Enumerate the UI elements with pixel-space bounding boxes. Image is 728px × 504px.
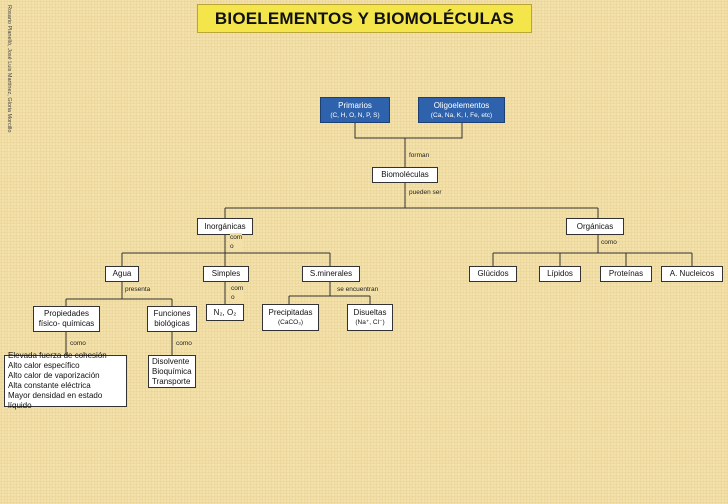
list-item: Alta constante eléctrica: [8, 381, 91, 390]
link-como-inorganicas-2: o: [230, 243, 234, 250]
node-organicas[interactable]: Orgánicas: [566, 218, 624, 235]
line-primarios: [354, 123, 405, 139]
author-credit: Rosario Planelló, José Luis Martínez, Gl…: [6, 5, 12, 133]
node-disueltas[interactable]: Disueltas (Na⁺, Cl⁻): [347, 304, 393, 331]
node-funciones[interactable]: Funciones biológicas: [147, 306, 197, 332]
line-oligo: [405, 123, 463, 139]
link-como-simples: com o: [231, 284, 244, 302]
node-gases[interactable]: N₂, O₂: [206, 304, 244, 321]
node-funciones-line2: biológicas: [154, 319, 190, 328]
node-agua[interactable]: Agua: [105, 266, 139, 282]
node-oligoelementos-label: Oligoelementos: [433, 100, 490, 110]
node-inorganicas[interactable]: Inorgánicas: [197, 218, 253, 235]
node-funciones-line1: Funciones: [153, 309, 191, 318]
node-propiedades-line1: Propiedades: [44, 309, 89, 318]
node-propiedades-line2: físico- químicas: [38, 319, 95, 328]
link-como-funciones: como: [176, 339, 192, 348]
list-item: Elevada fuerza de cohesión: [8, 351, 107, 360]
node-propiedades[interactable]: Propiedades físico- químicas: [33, 306, 100, 332]
list-item: Alto calor de vaporización: [8, 371, 100, 380]
node-anucleicos[interactable]: A. Nucleicos: [661, 266, 723, 282]
list-item: Bioquímica: [152, 366, 192, 376]
link-como-inorganicas-1: com: [230, 234, 243, 241]
node-primarios-sub: (C, H, O, N, P, S): [330, 111, 380, 119]
node-oligoelementos-sub: (Ca, Na, K, I, Fe, etc): [430, 111, 493, 119]
link-se-encuentran: se encuentran: [337, 285, 379, 294]
node-primarios[interactable]: Primarios (C, H, O, N, P, S): [320, 97, 390, 123]
link-presenta: presenta: [125, 285, 151, 294]
list-item: Disolvente: [152, 356, 190, 366]
page-title: BIOELEMENTOS Y BIOMOLÉCULAS: [197, 4, 532, 33]
node-precipitadas[interactable]: Precipitadas (CaCO₃): [262, 304, 319, 331]
node-simples[interactable]: Simples: [203, 266, 249, 282]
link-como-organicas: como: [601, 238, 617, 247]
node-lipidos[interactable]: Lípidos: [539, 266, 581, 282]
link-como-simples-1: com: [231, 285, 244, 292]
list-propiedades-agua: Elevada fuerza de cohesión Alto calor es…: [4, 351, 127, 410]
node-primarios-label: Primarios: [338, 100, 372, 110]
node-disueltas-label: Disueltas: [353, 308, 387, 317]
node-disueltas-sub: (Na⁺, Cl⁻): [355, 319, 385, 326]
node-oligoelementos[interactable]: Oligoelementos (Ca, Na, K, I, Fe, etc): [418, 97, 505, 123]
list-item: Mayor densidad en estado líquido: [8, 391, 103, 410]
link-pueden-ser: pueden ser: [409, 188, 442, 197]
node-precipitadas-label: Precipitadas: [268, 308, 313, 317]
list-item: Transporte: [152, 376, 191, 386]
list-item: Alto calor específico: [8, 361, 80, 370]
link-como-simples-2: o: [231, 294, 235, 301]
node-biomoleculas[interactable]: Biomoléculas: [372, 167, 438, 183]
node-precipitadas-sub: (CaCO₃): [277, 319, 304, 326]
node-glucidos[interactable]: Glúcidos: [469, 266, 517, 282]
list-funciones-agua: Disolvente Bioquímica Transporte: [148, 355, 196, 388]
node-proteinas[interactable]: Proteínas: [600, 266, 652, 282]
link-como-inorganicas: com o: [230, 233, 243, 251]
link-como-propiedades: como: [70, 339, 86, 348]
link-forman: forman: [409, 151, 430, 160]
node-sminerales[interactable]: S.minerales: [302, 266, 360, 282]
